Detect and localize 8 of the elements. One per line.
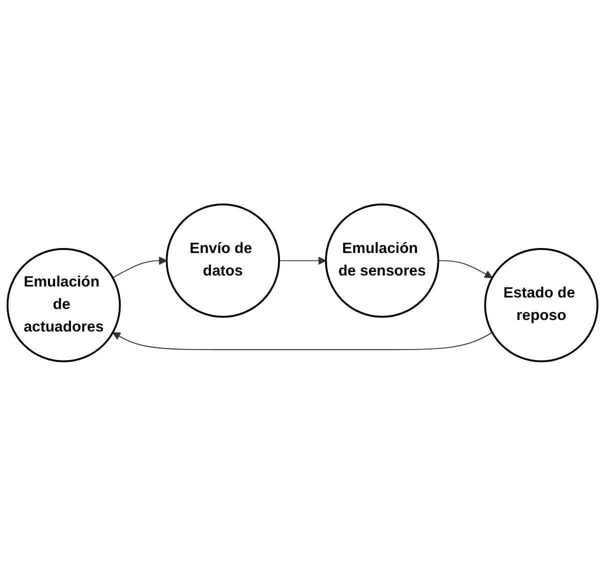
node-circle: Envío de datos: [166, 204, 280, 318]
node-circle: Estado de reposo: [484, 248, 598, 362]
node-circle: Emulación de actuadores: [6, 248, 121, 362]
node-circle: Emulación de sensores: [324, 204, 440, 318]
arrow: [278, 256, 326, 265]
arrow: [112, 332, 493, 350]
arrow: [438, 260, 493, 278]
arrow: [112, 256, 168, 278]
